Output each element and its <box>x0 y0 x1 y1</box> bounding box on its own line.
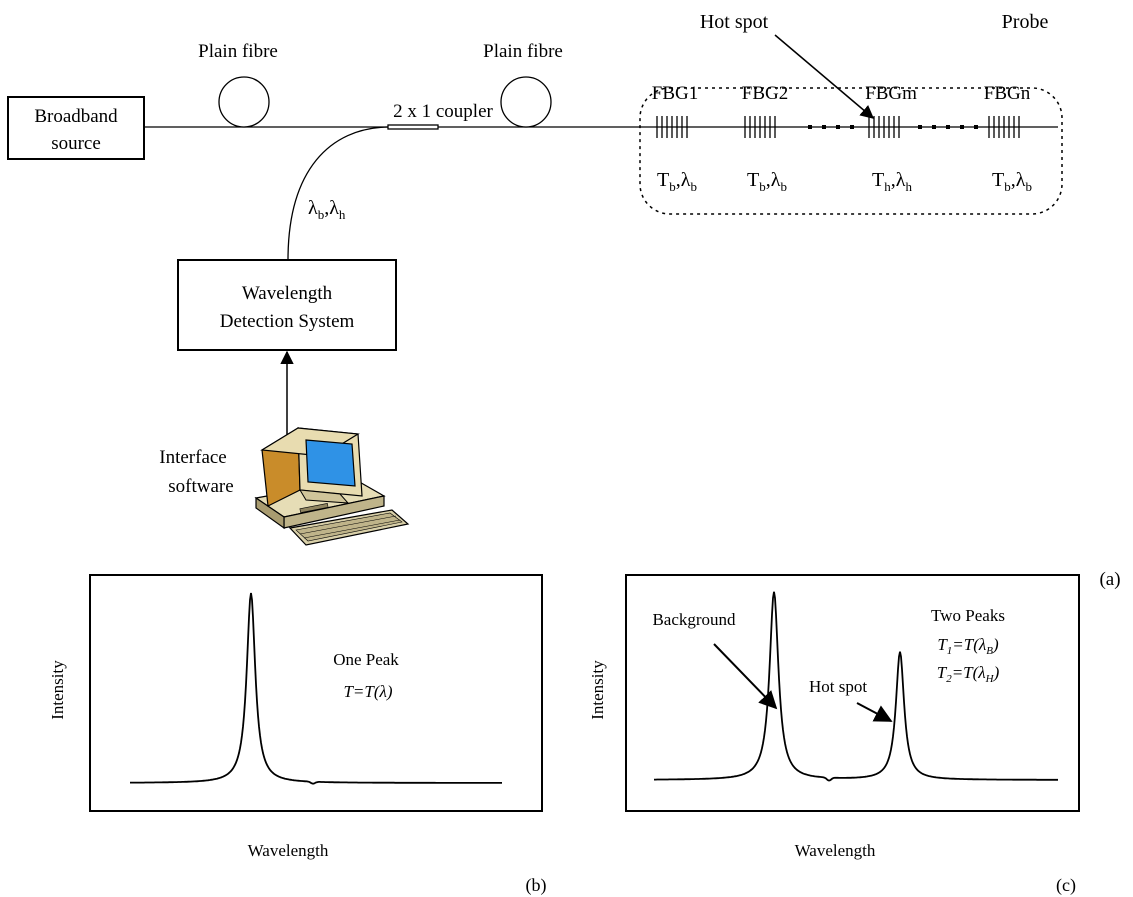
fibre-dot <box>836 125 840 129</box>
panel-b-peak-label: One Peak <box>333 650 399 669</box>
plain-fibre-spool-1 <box>218 76 270 128</box>
panel-c-hotspot-label: Hot spot <box>809 677 867 696</box>
interface-label-line1: Interface <box>159 447 227 468</box>
panel-c-background-label: Background <box>652 610 736 629</box>
fbg-t-lambda-label: Tb,λb <box>747 169 787 194</box>
plain-fibre-label-2: Plain fibre <box>483 41 563 62</box>
panel-b-formula: T=T(λ) <box>343 682 392 701</box>
broadband-source-box <box>7 96 145 160</box>
fbg2-label: FBG2 <box>742 83 788 104</box>
panel-c-formula1: T1=T(λB) <box>937 635 999 657</box>
return-lambda-label: λb,λh <box>308 197 346 222</box>
fbg-t-lambda-label: Tb,λb <box>657 169 697 194</box>
computer-icon <box>254 426 410 546</box>
hotspot-arrow <box>856 702 893 722</box>
caption-b: (b) <box>526 875 547 896</box>
source-label-line2: source <box>51 133 101 154</box>
fibre-dot <box>960 125 964 129</box>
probe-label: Probe <box>1002 11 1049 33</box>
panel-b-xlabel: Wavelength <box>248 841 329 860</box>
caption-c: (c) <box>1056 875 1076 896</box>
fibre-dot <box>918 125 922 129</box>
panel-c-xlabel: Wavelength <box>795 841 876 860</box>
panel-b-frame <box>89 574 543 812</box>
fibre-dot <box>932 125 936 129</box>
coupler <box>387 124 439 130</box>
fibre-dot <box>974 125 978 129</box>
wds-label-line2: Detection System <box>220 311 355 332</box>
plain-fibre-label-1: Plain fibre <box>198 41 278 62</box>
panel-c-frame <box>625 574 1080 812</box>
branch-fibre <box>287 126 389 261</box>
wds-box <box>177 259 397 351</box>
fbg-t-lambda-label: Th,λh <box>872 169 912 194</box>
fbg-t-lambda-label: Tb,λb <box>992 169 1032 194</box>
source-label-line1: Broadband <box>34 106 118 127</box>
t-lambda-labels: Tb,λb Tb,λb Th,λh Tb,λb <box>657 169 1032 194</box>
fibre-dot <box>850 125 854 129</box>
wds-label-line1: Wavelength <box>242 283 333 304</box>
panel-b-spectrum-curve <box>130 592 502 785</box>
hot-spot-top-label: Hot spot <box>700 11 769 33</box>
coupler-label: 2 x 1 coupler <box>393 101 493 122</box>
panel-c-title: Two Peaks <box>931 606 1005 625</box>
plain-fibre-spool-2 <box>500 76 552 128</box>
fibre-dot <box>822 125 826 129</box>
panel-c-spectrum-curve <box>654 591 1058 782</box>
panel-c-ylabel: Intensity <box>588 660 607 720</box>
fbgm-label: FBGm <box>865 83 917 104</box>
panel-c-formula2: T2=T(λH) <box>937 663 1000 685</box>
fbg1-label: FBG1 <box>652 83 698 104</box>
hot-spot-arrow <box>774 34 875 119</box>
caption-a: (a) <box>1099 569 1120 590</box>
fibre-dots <box>808 125 978 129</box>
fbgn-label: FBGn <box>984 83 1031 104</box>
probe-box <box>639 87 1063 215</box>
fibre-dot <box>808 125 812 129</box>
fbg-gratings <box>656 116 1020 138</box>
panel-b-ylabel: Intensity <box>48 660 67 720</box>
fibre-dot <box>946 125 950 129</box>
interface-label-line2: software <box>168 476 233 497</box>
background-arrow <box>713 643 778 710</box>
